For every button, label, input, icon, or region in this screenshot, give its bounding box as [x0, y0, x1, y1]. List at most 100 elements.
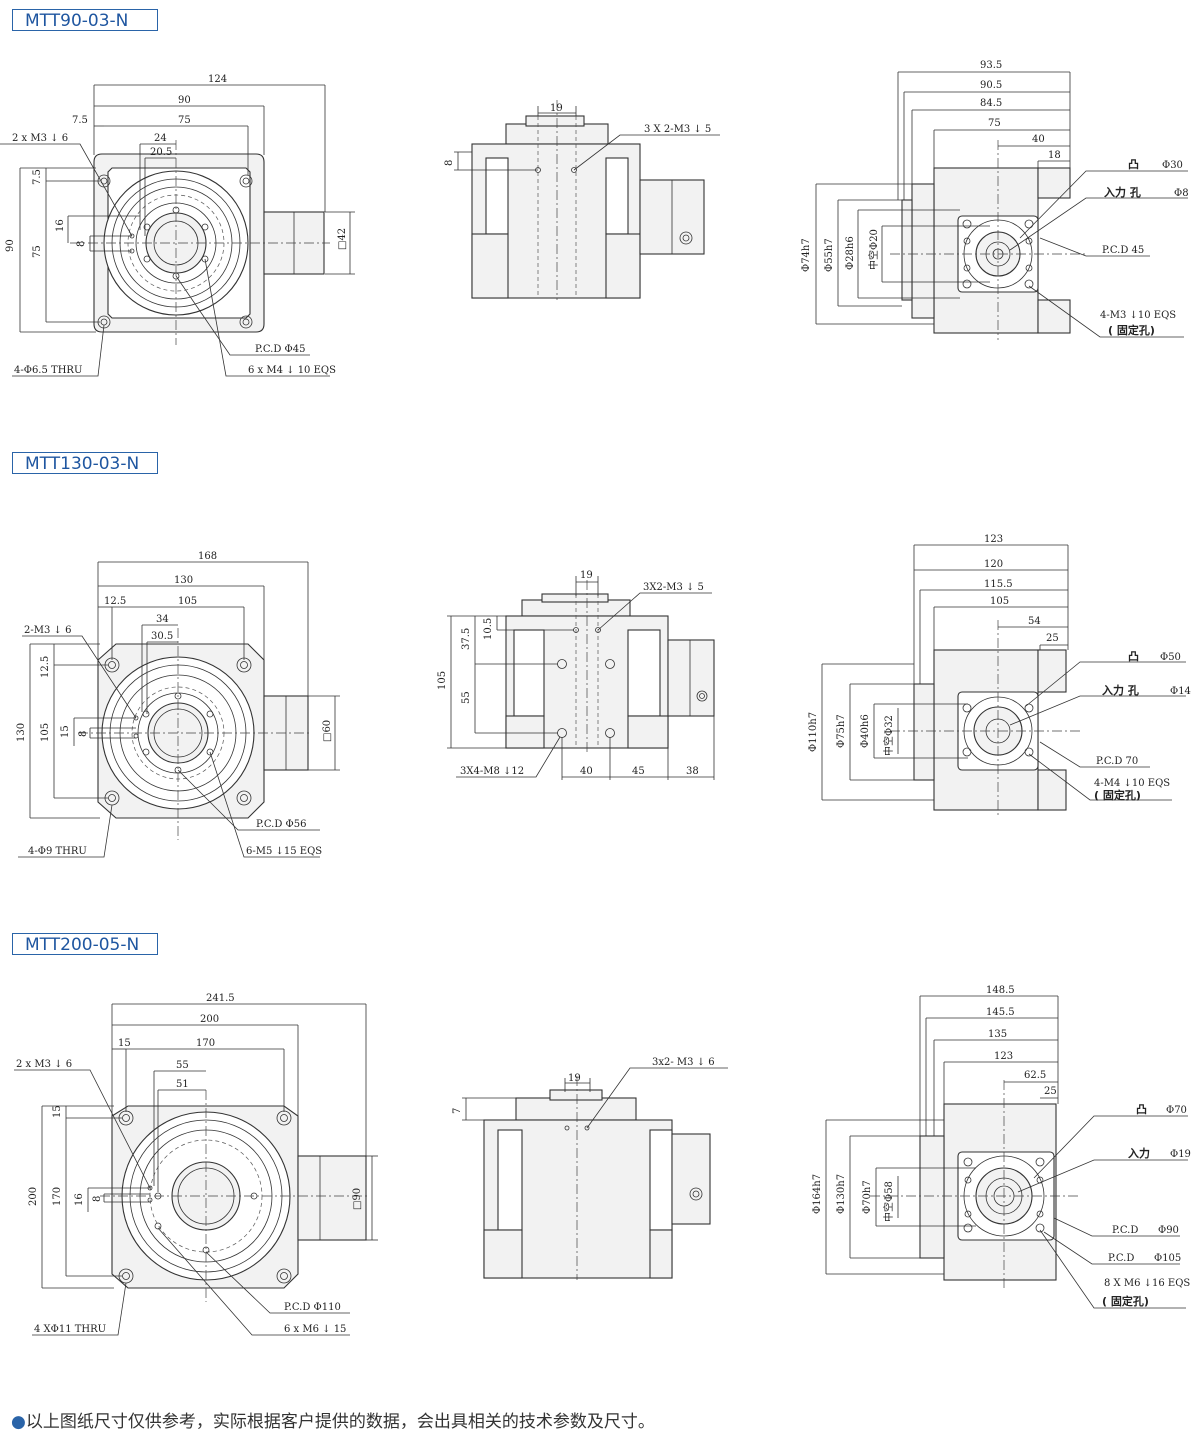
m3-dim-51: 51 — [176, 1079, 189, 1090]
m2-right-fixing: ( 固定孔) — [1094, 788, 1141, 802]
m3-right-fixing: ( 固定孔) — [1102, 1294, 1149, 1308]
m1-right-phi74: Φ74h7 — [801, 238, 812, 272]
m2-side-105: 105 — [437, 671, 448, 690]
m2-side-37.5: 37.5 — [461, 628, 472, 650]
m3-right-25: 25 — [1044, 1086, 1057, 1097]
m1-square: □42 — [337, 228, 348, 250]
m2-callout-pcd: P.C.D Φ56 — [256, 819, 306, 830]
m3-dim-241.5: 241.5 — [206, 993, 235, 1004]
m3-dim-170: 170 — [196, 1038, 215, 1049]
m1-dim-75: 75 — [178, 115, 191, 126]
m1-right-93.5: 93.5 — [980, 60, 1002, 71]
model-title-3: MTT200-05-N — [12, 933, 158, 955]
m1-callout-m4: 6 x M4 ↓ 10 EQS — [248, 365, 336, 376]
m3-dim-200: 200 — [200, 1014, 219, 1025]
model3-side-view: 19 7 3x2- M3 ↓ 6 — [452, 1057, 728, 1280]
m1-right-84.5: 84.5 — [980, 98, 1002, 109]
m3-right-phi70: Φ70h7 — [862, 1180, 873, 1214]
m2-right-input-label: 入力 孔 — [1102, 683, 1139, 697]
m3-right-hollow: 中空Φ58 — [882, 1181, 895, 1222]
m2-side-callout2: 3X4-M8 ↓12 — [460, 766, 524, 777]
model1-front-view: 124 90 75 7.5 24 20.5 90 75 7.5 16 8 □42… — [0, 74, 355, 377]
m1-right-phi28: Φ28h6 — [845, 236, 856, 270]
m2-side-38: 38 — [686, 766, 699, 777]
model3-right-view: 148.5 145.5 135 123 62.5 25 Φ164h7 Φ130h… — [812, 985, 1191, 1309]
m2-right-123: 123 — [984, 534, 1003, 545]
m1-callout-m3: 2 x M3 ↓ 6 — [12, 133, 68, 144]
m1-right-pcd: P.C.D 45 — [1102, 245, 1144, 256]
m3-right-145.5: 145.5 — [986, 1007, 1015, 1018]
m1-callout-pcd: P.C.D Φ45 — [255, 344, 305, 355]
m1-dim-90: 90 — [178, 95, 191, 106]
m3-right-boss-value: Φ70 — [1166, 1105, 1187, 1116]
m3-right-boss-label: 凸 — [1136, 1103, 1147, 1116]
m1-right-input-value: Φ8 — [1174, 188, 1189, 199]
m3-right-pcd1-value: Φ90 — [1158, 1225, 1179, 1236]
m2-side-40: 40 — [580, 766, 593, 777]
m1-right-18: 18 — [1048, 150, 1061, 161]
m3-dim-v200: 200 — [28, 1187, 39, 1206]
m2-right-hollow: 中空Φ32 — [882, 715, 895, 756]
m1-dim-20.5: 20.5 — [150, 147, 172, 158]
m2-dim-168: 168 — [198, 551, 217, 562]
m1-right-phi55: Φ55h7 — [824, 238, 835, 272]
m2-dim-v12.5: 12.5 — [40, 656, 51, 678]
m1-side-19: 19 — [550, 103, 563, 114]
m3-right-input-value: Φ19 — [1170, 1149, 1191, 1160]
m1-right-boss-label: 凸 — [1128, 158, 1139, 171]
m2-side-10.5: 10.5 — [483, 618, 494, 640]
m2-right-25: 25 — [1046, 633, 1059, 644]
m2-dim-12.5: 12.5 — [104, 596, 126, 607]
m1-dim-v90: 90 — [5, 239, 16, 252]
m3-dim-55: 55 — [176, 1060, 189, 1071]
m3-right-62.5: 62.5 — [1024, 1070, 1046, 1081]
m1-right-90.5: 90.5 — [980, 80, 1002, 91]
m2-right-m4: 4-M4 ↓10 EQS — [1094, 778, 1170, 789]
m2-dim-v8: 8 — [78, 731, 89, 737]
m2-callout-m3: 2-M3 ↓ 6 — [24, 625, 71, 636]
m3-right-input-label: 入力 — [1128, 1146, 1150, 1160]
m1-dim-v8: 8 — [76, 241, 87, 247]
m1-right-boss-value: Φ30 — [1162, 160, 1183, 171]
m2-right-54: 54 — [1028, 616, 1041, 627]
m3-right-148.5: 148.5 — [986, 985, 1015, 996]
m3-dim-v15: 15 — [52, 1105, 63, 1118]
model1-right-view: 93.5 90.5 84.5 75 40 18 Φ74h7 Φ55h7 Φ28h… — [801, 60, 1189, 340]
m3-right-phi164: Φ164h7 — [812, 1174, 823, 1214]
m2-side-45: 45 — [632, 766, 645, 777]
m3-dim-v8: 8 — [92, 1196, 103, 1202]
m2-right-input-value: Φ14 — [1170, 686, 1191, 697]
m2-dim-v130: 130 — [16, 723, 27, 742]
m3-callout-m6: 6 x M6 ↓ 15 — [284, 1324, 346, 1335]
m2-dim-30.5: 30.5 — [151, 631, 173, 642]
m3-right-123: 123 — [994, 1051, 1013, 1062]
m3-side-7: 7 — [452, 1108, 463, 1114]
m3-right-m6: 8 X M6 ↓16 EQS — [1104, 1278, 1190, 1289]
m3-dim-15: 15 — [118, 1038, 131, 1049]
model-title-2: MTT130-03-N — [12, 452, 158, 474]
model2-side-view: 19 105 37.5 10.5 55 3X2-M3 ↓ 5 3X4-M8 ↓1… — [437, 570, 715, 780]
m2-right-boss-label: 凸 — [1128, 650, 1139, 663]
m1-right-m3: 4-M3 ↓10 EQS — [1100, 310, 1176, 321]
m2-right-phi75: Φ75h7 — [836, 714, 847, 748]
m2-callout-thru: 4-Φ9 THRU — [28, 846, 87, 857]
m2-dim-130: 130 — [174, 575, 193, 586]
m2-right-105: 105 — [990, 596, 1009, 607]
m2-square: □60 — [322, 720, 333, 742]
m2-side-19: 19 — [580, 570, 593, 581]
m2-side-55: 55 — [461, 691, 472, 704]
m1-callout-thru: 4-Φ6.5 THRU — [14, 365, 82, 376]
model2-front-view: 168 130 105 12.5 34 30.5 130 105 12.5 15… — [16, 551, 340, 858]
m3-right-pcd2-value: Φ105 — [1154, 1253, 1181, 1264]
footnote-text: 以上图纸尺寸仅供参考，实际根据客户提供的数据，会出具相关的技术参数及尺寸。 — [25, 1412, 655, 1432]
footnote: ●以上图纸尺寸仅供参考，实际根据客户提供的数据，会出具相关的技术参数及尺寸。 — [11, 1407, 655, 1432]
m1-right-hollow: 中空Φ20 — [867, 229, 880, 270]
m2-dim-v15: 15 — [60, 725, 71, 738]
m2-right-120: 120 — [984, 559, 1003, 570]
m2-right-phi40: Φ40h6 — [860, 714, 871, 748]
m3-square: □90 — [352, 1188, 363, 1210]
m3-callout-thru: 4 XΦ11 THRU — [34, 1324, 106, 1335]
model1-side-view: 19 8 3 X 2-M3 ↓ 5 — [444, 100, 720, 300]
m3-right-phi130: Φ130h7 — [836, 1174, 847, 1214]
model3-front-view: 241.5 200 170 15 55 51 200 170 15 16 8 □… — [14, 993, 378, 1336]
